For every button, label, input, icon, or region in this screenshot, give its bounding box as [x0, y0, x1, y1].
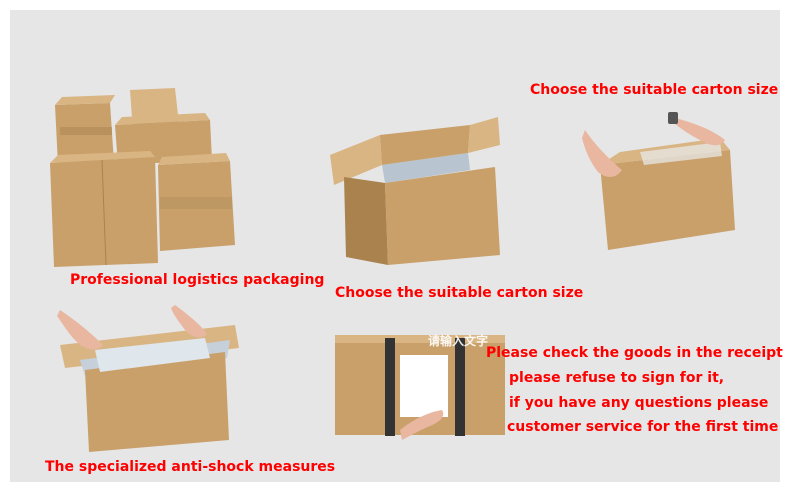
caption-carton-size-right: Choose the suitable carton size	[530, 82, 779, 98]
watermark-text: 请输入文字	[428, 334, 489, 348]
caption-receipt-line-1: Please check the goods in the receipt	[486, 345, 783, 361]
caption-anti-shock: The specialized anti-shock measures	[45, 459, 336, 475]
closed-carton	[600, 138, 735, 250]
hand-left	[582, 130, 622, 177]
box-bottom-right	[158, 153, 235, 251]
caption-receipt-line-2: please refuse to sign for it,	[509, 370, 725, 386]
box-bottom-left	[50, 151, 158, 267]
hand-right	[668, 112, 725, 146]
bubble-wrap	[95, 338, 210, 372]
hands-carton-illustration	[582, 112, 735, 250]
hand-holding-label	[400, 410, 444, 440]
hands-packing	[57, 305, 207, 350]
box-left-upper	[55, 95, 115, 165]
sealed-carton-illustration	[335, 335, 505, 440]
shipping-label	[400, 355, 448, 417]
stacked-cartons-illustration	[50, 88, 235, 267]
caption-receipt-line-3: if you have any questions please	[509, 395, 769, 411]
anti-shock-packing-illustration	[57, 305, 239, 452]
caption-professional-packaging: Professional logistics packaging	[70, 272, 325, 288]
caption-receipt-line-4: customer service for the first time	[507, 419, 779, 435]
open-carton	[330, 117, 500, 265]
caption-carton-size-middle: Choose the suitable carton size	[335, 285, 584, 301]
open-carton-illustration	[330, 117, 500, 265]
